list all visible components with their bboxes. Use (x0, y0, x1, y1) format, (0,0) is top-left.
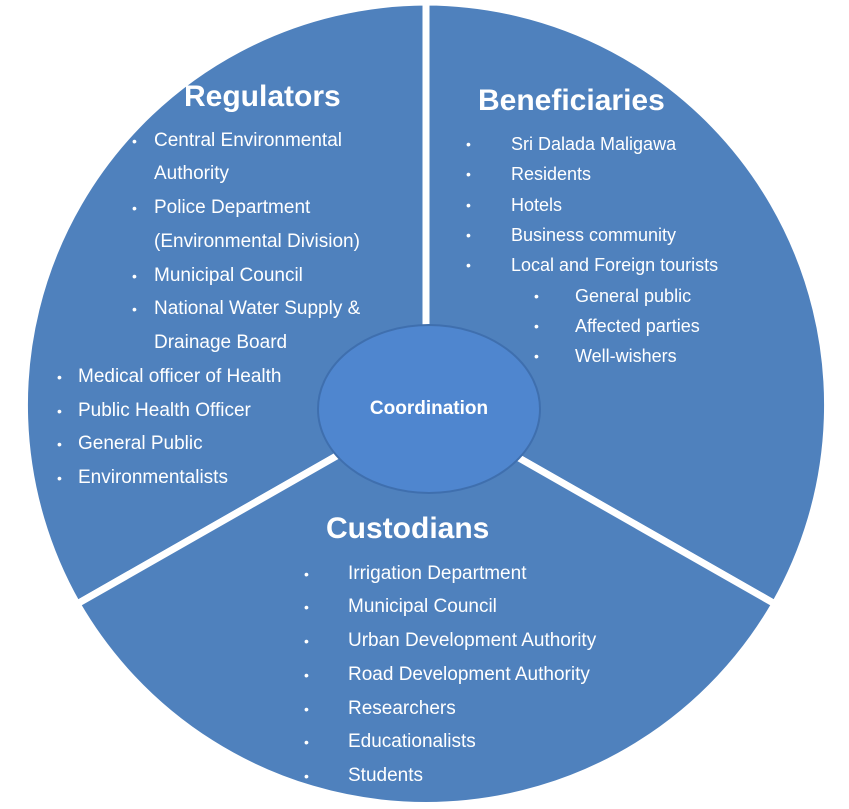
regulators-item-continued: Drainage Board (154, 332, 288, 353)
regulators-bullet: • (132, 200, 137, 216)
regulators-bullet: • (57, 369, 62, 385)
custodians-bullet: • (304, 667, 309, 683)
beneficiaries-item: Hotels (511, 195, 563, 215)
custodians-title: Custodians (326, 512, 490, 545)
regulators-item-continued: (Environmental Division) (154, 231, 360, 252)
beneficiaries-bullet: • (466, 166, 471, 182)
regulators-item: Municipal Council (154, 265, 303, 286)
regulators-item: General Public (78, 433, 203, 454)
regulators-item: National Water Supply & (154, 298, 361, 319)
beneficiaries-item: Residents (511, 164, 592, 184)
beneficiaries-bullet: • (466, 257, 471, 273)
beneficiaries-bullet: • (466, 197, 471, 213)
custodians-item: Urban Development Authority (348, 630, 597, 651)
regulators-bullet: • (132, 133, 137, 149)
custodians-bullet: • (304, 633, 309, 649)
regulators-bullet: • (132, 301, 137, 317)
beneficiaries-item: Business community (511, 225, 677, 245)
custodians-item: Researchers (348, 698, 456, 719)
regulators-bullet: • (57, 403, 62, 419)
custodians-item: Municipal Council (348, 596, 497, 617)
regulators-bullet: • (132, 268, 137, 284)
regulators-item: Central Environmental (154, 130, 342, 151)
beneficiaries-subitem: Well-wishers (575, 346, 677, 366)
custodians-bullet: • (304, 768, 309, 784)
regulators-item: Environmentalists (78, 467, 228, 488)
custodians-item: Educationalists (348, 731, 476, 752)
regulators-item-continued: Authority (154, 163, 229, 184)
beneficiaries-bullet: • (466, 136, 471, 152)
regulators-bullet: • (57, 436, 62, 452)
beneficiaries-subbullet: • (534, 348, 539, 364)
custodians-bullet: • (304, 566, 309, 582)
regulators-item: Public Health Officer (78, 400, 251, 421)
custodians-item: Road Development Authority (348, 664, 590, 685)
custodians-sector (72, 400, 780, 809)
beneficiaries-bullet: • (466, 227, 471, 243)
custodians-bullet: • (304, 734, 309, 750)
regulators-bullet: • (57, 470, 62, 486)
beneficiaries-item: Local and Foreign tourists (511, 255, 719, 275)
coordination-hub (317, 324, 541, 494)
custodians-item: Students (348, 765, 423, 786)
regulators-sector (20, 0, 430, 609)
coordination-label: Coordination (369, 398, 489, 419)
beneficiaries-subitem: General public (575, 286, 692, 306)
beneficiaries-item: Sri Dalada Maligawa (511, 134, 677, 154)
beneficiaries-subbullet: • (534, 318, 539, 334)
beneficiaries-title: Beneficiaries (478, 84, 665, 117)
custodians-bullet: • (304, 599, 309, 615)
custodians-item: Irrigation Department (348, 563, 527, 584)
beneficiaries-subitem: Affected parties (575, 316, 700, 336)
beneficiaries-sector (422, 0, 832, 609)
regulators-item: Medical officer of Health (78, 366, 282, 387)
regulators-item: Police Department (154, 197, 311, 218)
beneficiaries-subbullet: • (534, 288, 539, 304)
regulators-title: Regulators (184, 80, 341, 113)
custodians-bullet: • (304, 701, 309, 717)
